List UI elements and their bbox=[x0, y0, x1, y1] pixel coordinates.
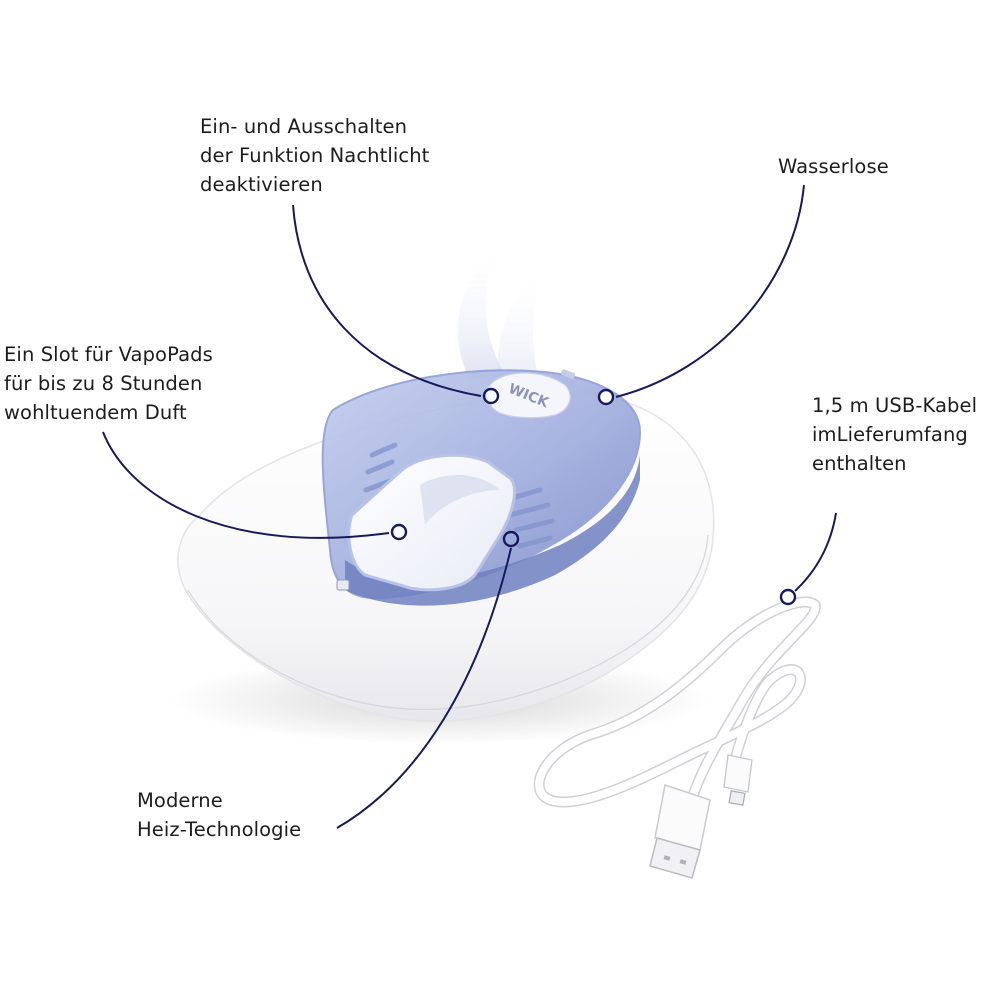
callout-line-slot bbox=[102, 431, 390, 539]
callout-label-heating-tech: Moderne Heiz-Technologie bbox=[137, 786, 301, 844]
usb-a-connector bbox=[649, 784, 711, 879]
callout-line-heating bbox=[336, 547, 512, 829]
callout-text: für bis zu 8 Stunden bbox=[4, 372, 203, 395]
callout-text: Wasserlose bbox=[778, 155, 889, 178]
callout-line-waterless bbox=[615, 184, 805, 398]
callout-label-waterless: Wasserlose bbox=[778, 152, 889, 181]
callout-text: Moderne bbox=[137, 789, 223, 812]
callout-text: imLieferumfang bbox=[812, 423, 968, 446]
callout-label-vapopad-slot: Ein Slot für VapoPads für bis zu 8 Stund… bbox=[4, 340, 213, 427]
callout-markers bbox=[390, 387, 797, 606]
marker-waterless bbox=[597, 388, 615, 406]
callout-label-night-light: Ein- und Ausschalten der Funktion Nachtl… bbox=[200, 112, 429, 199]
marker-night-light bbox=[482, 387, 500, 405]
callout-text: 1,5 m USB-Kabel bbox=[812, 394, 978, 417]
callout-text: deaktivieren bbox=[200, 173, 323, 196]
steam-wisps bbox=[457, 240, 545, 385]
callout-text: enthalten bbox=[812, 452, 907, 475]
callout-label-usb-cable: 1,5 m USB-Kabel imLieferumfang enthalten bbox=[812, 391, 977, 478]
callout-line-usb bbox=[794, 512, 837, 592]
callout-text: der Funktion Nachtlicht bbox=[200, 144, 430, 167]
vapopad-tray: WICK bbox=[321, 369, 642, 606]
callout-text: Heiz-Technologie bbox=[137, 818, 302, 841]
callout-text: wohltuendem Duft bbox=[4, 401, 187, 424]
callout-text: Ein Slot für VapoPads bbox=[4, 343, 213, 366]
marker-heating bbox=[502, 530, 520, 548]
marker-usb bbox=[779, 588, 797, 606]
marker-slot bbox=[390, 523, 408, 541]
usb-cable bbox=[533, 596, 821, 879]
callout-line-night-light bbox=[292, 204, 482, 397]
callout-lines bbox=[102, 184, 837, 829]
callout-text: Ein- und Ausschalten bbox=[200, 115, 408, 138]
micro-usb-connector bbox=[723, 754, 753, 806]
